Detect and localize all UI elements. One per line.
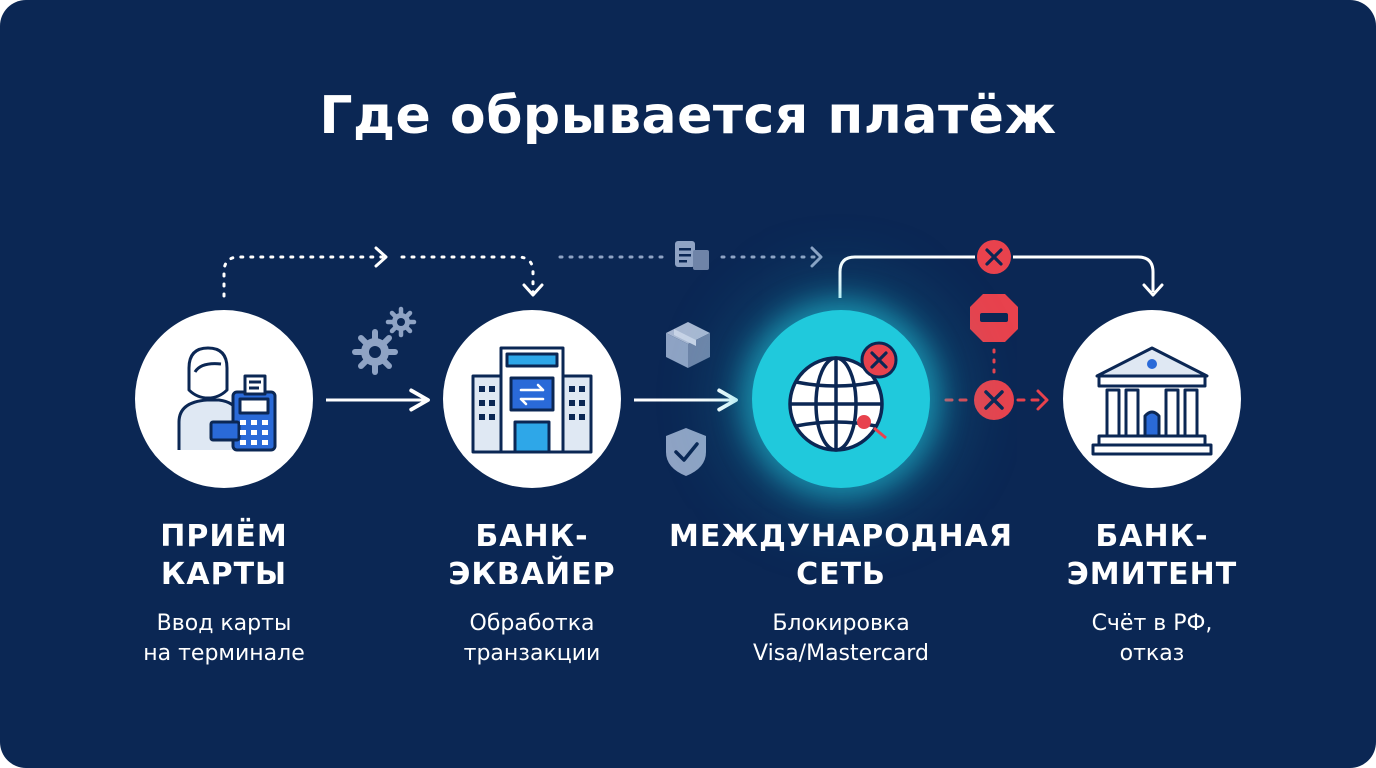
error-x-icon [974,380,1014,420]
step-3-desc-line-1: Блокировка [772,611,910,636]
step-4-node [1063,310,1241,488]
globe-blocked-icon [788,341,898,452]
step-1-title-line-2: КАРТЫ [160,557,288,592]
step-1-description: Ввод карты на терминале [64,609,384,669]
stop-sign-icon [970,294,1018,342]
step-1-node [135,310,313,488]
bank-building-icon [471,346,593,454]
step-1-title-line-1: ПРИЁМ [160,519,288,554]
arrow-head-icon [1036,389,1049,411]
step-2-desc-line-2: транзакции [463,641,601,666]
package-box-icon [666,322,710,368]
step-4-title-line-1: БАНК- [1095,519,1209,554]
step-3-node [752,310,930,488]
step-2-desc-line-1: Обработка [469,611,595,636]
step-3-title: МЕЖДУНАРОДНАЯ СЕТЬ [661,518,1021,594]
step-1-title: ПРИЁМ КАРТЫ [44,518,404,594]
step-2-node [443,310,621,488]
step-2-title: БАНК- ЭКВАЙЕР [352,518,712,594]
shield-check-icon [666,428,706,476]
step-4-title-line-2: ЭМИТЕНТ [1066,557,1238,592]
document-icon [675,241,709,270]
arrow-head-icon [810,246,823,268]
step-1-desc-line-1: Ввод карты [156,611,292,636]
dotted-connector-1-2 [222,255,384,298]
step-4-title: БАНК- ЭМИТЕНТ [972,518,1332,594]
step-2-title-line-2: ЭКВАЙЕР [448,557,616,592]
step-3-title-line-1: МЕЖДУНАРОДНАЯ [669,519,1013,554]
step-4-desc-line-2: отказ [1119,641,1185,666]
arrow-head-icon [522,283,544,297]
step-1-desc-line-2: на терминале [143,641,305,666]
arrow-head-icon [374,246,388,268]
step-3-title-line-2: СЕТЬ [796,557,886,592]
gears-icon [352,306,417,375]
page-title: Где обрывается платёж [319,86,1057,146]
solid-connector-3-4b [1013,255,1155,292]
solid-connector-3-4 [838,255,975,298]
arrow-head-icon [1142,283,1164,297]
error-x-icon [977,240,1011,274]
step-4-description: Счёт в РФ, отказ [992,609,1312,669]
step-2-title-line-1: БАНК- [475,519,589,554]
step-2-description: Обработка транзакции [372,609,692,669]
step-3-description: Блокировка Visa/Mastercard [681,609,1001,669]
step-3-desc-line-2: Visa/Mastercard [753,641,929,666]
step-4-desc-line-1: Счёт в РФ, [1091,611,1213,636]
dotted-connector-into-step2 [400,255,535,294]
bank-columns-icon [1091,346,1213,456]
cashier-terminal-icon [177,346,277,452]
